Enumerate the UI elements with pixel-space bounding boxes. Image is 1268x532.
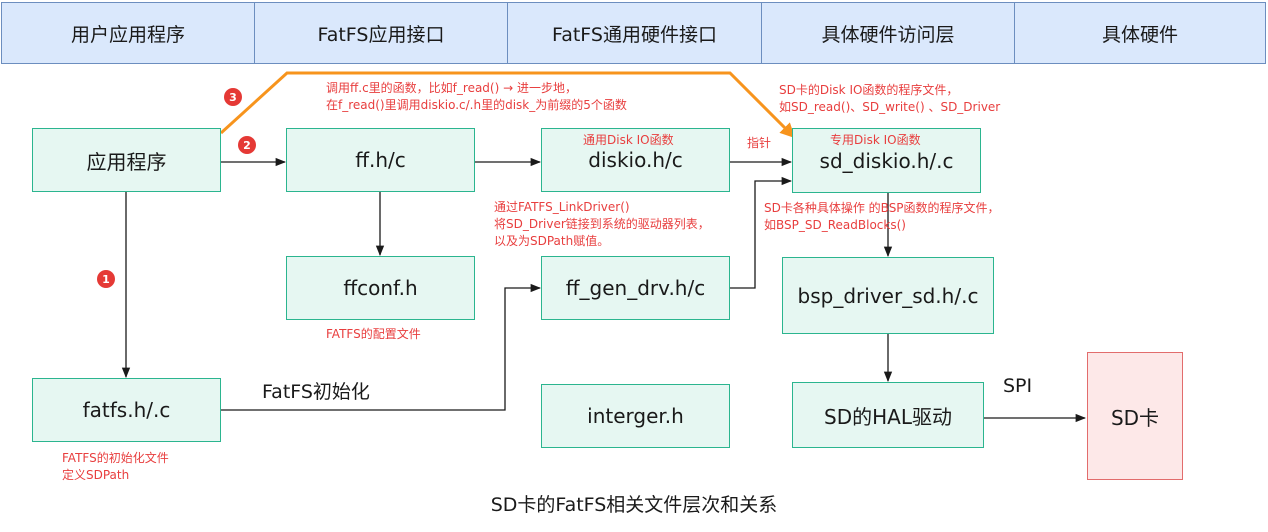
- note-ffconf: FATFS的配置文件: [326, 327, 421, 341]
- header-hardware: 具体硬件: [1014, 2, 1266, 64]
- note-link-driver: 通过FATFS_LinkDriver() 将SD_Driver链接到系统的驱动器…: [494, 199, 710, 250]
- note-bsp: SD卡各种具体操作 的BSP函数的程序文件， 如BSP_SD_ReadBlock…: [764, 200, 1000, 234]
- note-link-line2: 将SD_Driver链接到系统的驱动器列表，: [494, 217, 710, 231]
- arrow-app-to-sd-diskio: [219, 71, 796, 139]
- step-badge-2: 2: [238, 136, 256, 154]
- note-bsp-line1: SD卡各种具体操作 的BSP函数的程序文件，: [764, 201, 1000, 215]
- box-app: 应用程序: [32, 128, 221, 192]
- box-ff: ff.h/c: [286, 128, 475, 192]
- note-sd-diskio: SD卡的Disk IO函数的程序文件， 如SD_read()、SD_write(…: [779, 82, 1000, 116]
- box-ffconf: ffconf.h: [286, 256, 475, 320]
- box-bsp-driver-sd: bsp_driver_sd.h/.c: [782, 257, 994, 334]
- note-sd-diskio-line2: 如SD_read()、SD_write() 、SD_Driver: [779, 100, 1001, 114]
- tag-generic-disk-io: 通用Disk IO函数: [583, 133, 674, 147]
- note-fatfs-line1: FATFS的初始化文件: [62, 451, 169, 465]
- note-link-line3: 以及为SDPath赋值。: [494, 234, 610, 248]
- note-sd-diskio-line1: SD卡的Disk IO函数的程序文件，: [779, 83, 959, 97]
- box-ff-gen-drv: ff_gen_drv.h/c: [541, 256, 730, 320]
- label-spi: SPI: [1003, 375, 1033, 397]
- note-bsp-line2: 如BSP_SD_ReadBlocks(): [764, 218, 906, 232]
- box-interger: interger.h: [541, 384, 730, 448]
- label-fatfs-init: FatFS初始化: [262, 381, 370, 403]
- header-fatfs-hw-interface: FatFS通用硬件接口: [507, 2, 762, 64]
- note-top-line2: 在f_read()里调用diskio.c/.h里的disk_为前缀的5个函数: [326, 98, 627, 112]
- note-top-line1: 调用ff.c里的函数，比如f_read() → 进一步地，: [326, 81, 577, 95]
- tag-pointer: 指针: [747, 136, 772, 150]
- arrow-ff-gen-drv-to-sd-diskio: [730, 176, 793, 289]
- step-badge-1: 1: [97, 270, 115, 288]
- header-hw-access-layer: 具体硬件访问层: [761, 2, 1015, 64]
- header-fatfs-api: FatFS应用接口: [254, 2, 508, 64]
- box-diskio: diskio.h/c: [541, 128, 730, 192]
- step-badge-3: 3: [224, 88, 242, 106]
- note-link-line1: 通过FATFS_LinkDriver(): [494, 200, 630, 214]
- header-user-app: 用户应用程序: [1, 2, 255, 64]
- note-top: 调用ff.c里的函数，比如f_read() → 进一步地， 在f_read()里…: [326, 80, 627, 114]
- box-sd-card: SD卡: [1087, 352, 1183, 480]
- diagram-caption: SD卡的FatFS相关文件层次和关系: [490, 494, 778, 516]
- note-fatfs-line2: 定义SDPath: [62, 468, 130, 482]
- arrow-fatfs-to-ff-gen-drv: [221, 283, 542, 411]
- box-sd-diskio: sd_diskio.h/.c: [792, 128, 981, 193]
- box-fatfs: fatfs.h/.c: [32, 378, 221, 442]
- tag-specific-disk-io: 专用Disk IO函数: [830, 133, 921, 147]
- box-sd-hal: SD的HAL驱动: [792, 382, 984, 448]
- note-fatfs: FATFS的初始化文件 定义SDPath: [62, 450, 169, 484]
